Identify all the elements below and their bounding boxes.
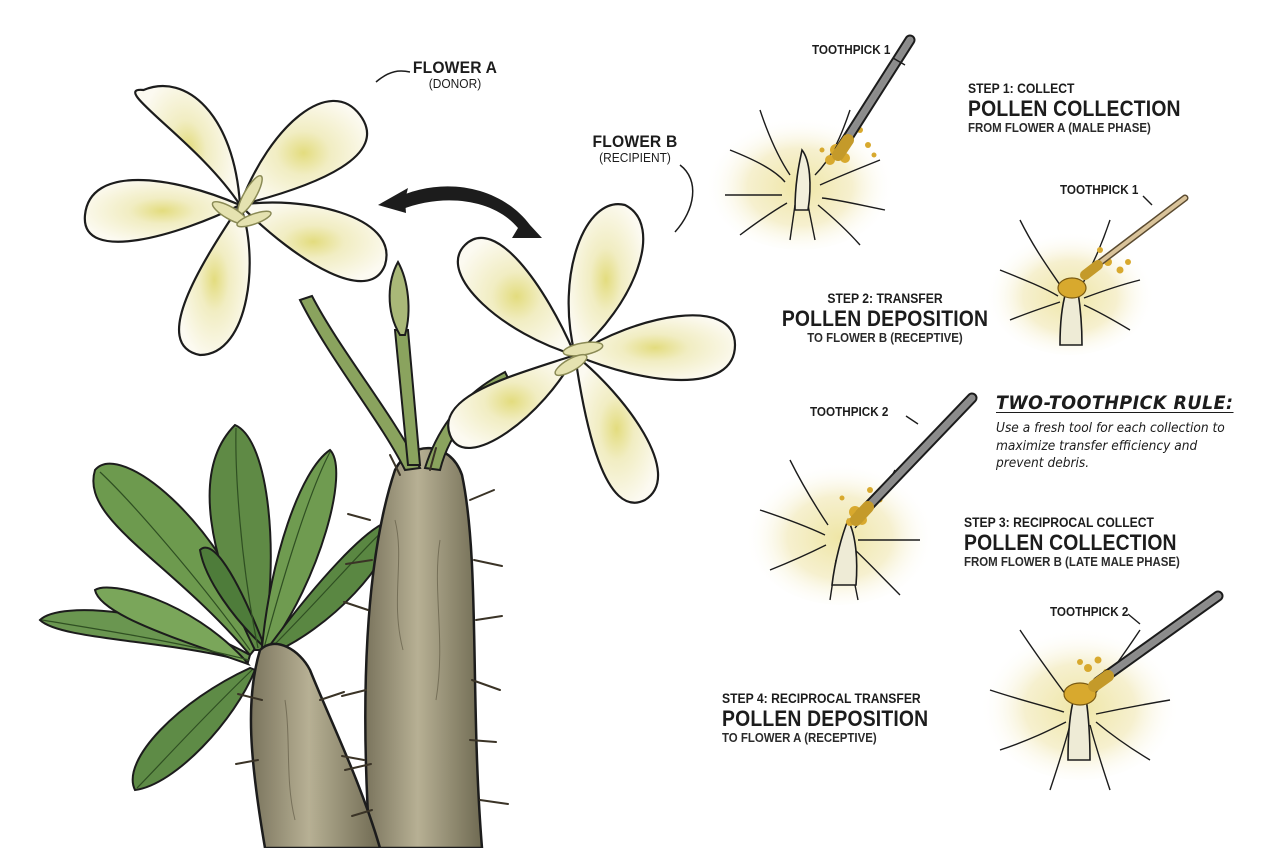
- step-1-block: STEP 1: COLLECT POLLEN COLLECTION FROM F…: [968, 81, 1210, 136]
- adenium-plant: [38, 259, 512, 848]
- rule-body: Use a fresh tool for each collection to …: [996, 421, 1225, 472]
- step-3-title: POLLEN COLLECTION: [964, 529, 1177, 555]
- leaf-cluster: [38, 423, 397, 792]
- step-3-label: STEP 3: RECIPROCAL COLLECT: [964, 515, 1154, 530]
- two-toothpick-rule-note: TWO-TOOTHPICK RULE: Use a fresh tool for…: [996, 392, 1246, 473]
- tp1b-callout: [1142, 195, 1153, 206]
- step-4-block: STEP 4: RECIPROCAL TRANSFER POLLEN DEPOS…: [722, 691, 956, 746]
- flower-a-name: FLOWER A: [412, 58, 498, 77]
- step-4-label: STEP 4: RECIPROCAL TRANSFER: [722, 691, 921, 706]
- step-3-detail: FROM FLOWER B (LATE MALE PHASE): [964, 554, 1180, 570]
- flower-a: [83, 85, 388, 357]
- step3-flower-closeup: [745, 455, 935, 605]
- step-4-title: POLLEN DEPOSITION: [722, 705, 929, 731]
- step-4-detail: TO FLOWER A (RECEPTIVE): [722, 730, 877, 746]
- step-3-block: STEP 3: RECIPROCAL COLLECT POLLEN COLLEC…: [964, 515, 1209, 570]
- step1-flower-closeup: [705, 109, 895, 250]
- toothpick-label-step1: TOOTHPICK 1: [812, 42, 891, 57]
- tp2b-callout: [1127, 613, 1141, 625]
- side-branch: [249, 642, 382, 848]
- step-1-detail: FROM FLOWER A (MALE PHASE): [968, 120, 1151, 136]
- toothpick-label-step3: TOOTHPICK 2: [810, 404, 889, 419]
- step-1-title: POLLEN COLLECTION: [968, 95, 1181, 121]
- toothpick-label-step4: TOOTHPICK 2: [1050, 604, 1129, 619]
- toothpick-2-step4-icon: [1088, 590, 1224, 692]
- flower-b-callout: [674, 164, 694, 233]
- flower-b-name: FLOWER B: [592, 132, 678, 151]
- flower-b-label: FLOWER B (RECIPIENT): [575, 132, 695, 166]
- step-2-title: POLLEN DEPOSITION: [781, 305, 989, 331]
- step-2-detail: TO FLOWER B (RECEPTIVE): [807, 330, 963, 346]
- flower-a-label: FLOWER A (DONOR): [405, 58, 505, 92]
- main-trunk: [364, 446, 484, 848]
- tp2-callout: [905, 415, 919, 425]
- rule-title: TWO-TOOTHPICK RULE:: [996, 392, 1234, 414]
- toothpick-1-step1-icon: [832, 34, 916, 161]
- toothpick-2-step3-icon: [850, 392, 978, 526]
- trunk-spines: [235, 447, 509, 817]
- flower-b: [447, 203, 737, 504]
- flower-bud: [388, 259, 410, 336]
- step-2-label: STEP 2: TRANSFER: [827, 291, 943, 306]
- toothpick-1-step2-icon: [1080, 194, 1189, 280]
- step-1-label: STEP 1: COLLECT: [968, 81, 1075, 96]
- tp1-callout: [892, 57, 906, 66]
- toothpick-label-step2: TOOTHPICK 1: [1060, 182, 1139, 197]
- flower-a-callout: [375, 70, 411, 83]
- flower-a-role: (DONOR): [428, 76, 482, 92]
- step-2-block: STEP 2: TRANSFER POLLEN DEPOSITION TO FL…: [760, 291, 1010, 346]
- flower-b-role: (RECIPIENT): [599, 150, 671, 166]
- exchange-arrow-icon: [378, 186, 542, 238]
- step2-flower-closeup: [985, 219, 1155, 355]
